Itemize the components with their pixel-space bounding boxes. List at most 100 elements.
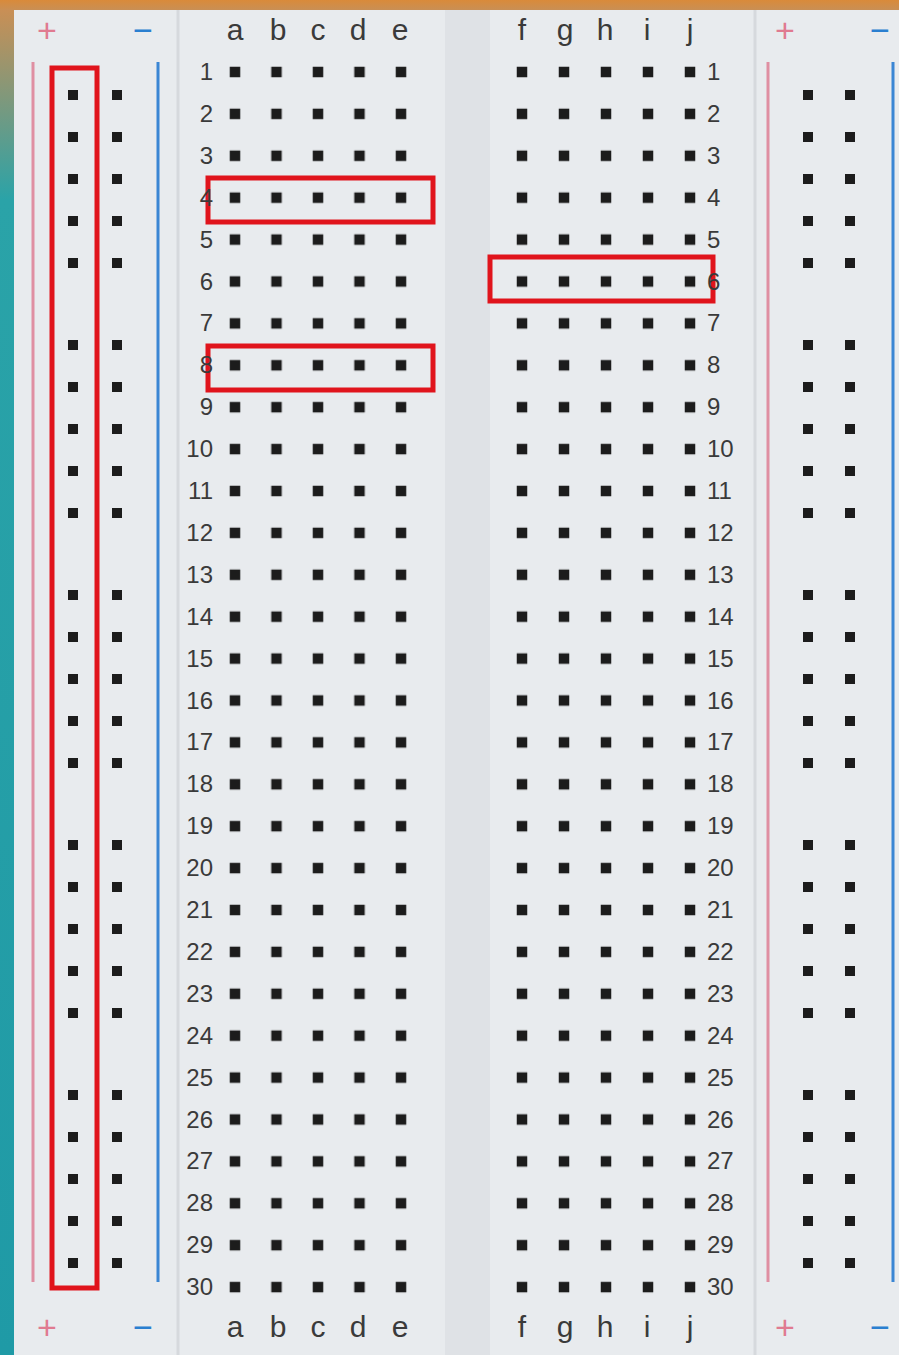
row-number: 24 (707, 1024, 734, 1048)
column-letter: c (311, 1312, 326, 1342)
column-letter: j (687, 15, 694, 45)
row-number: 18 (707, 772, 734, 796)
column-letter: j (687, 1312, 694, 1342)
row-number: 11 (707, 479, 732, 503)
row-number: 18 (186, 772, 213, 796)
row-number: 3 (200, 144, 213, 168)
row-number: 4 (707, 186, 720, 210)
row-number: 8 (707, 353, 720, 377)
positive-rail-line (767, 62, 770, 1282)
row-number: 3 (707, 144, 720, 168)
row-number: 6 (200, 270, 213, 294)
row-number: 26 (707, 1108, 734, 1132)
row-number: 17 (186, 730, 213, 754)
row-number: 5 (200, 228, 213, 252)
row-number: 16 (186, 689, 213, 713)
row-number: 25 (707, 1066, 734, 1090)
row-number: 11 (188, 479, 213, 503)
board (14, 10, 899, 1355)
rail-holes (787, 74, 871, 1324)
hole-grid (501, 51, 711, 1308)
row-number: 2 (200, 102, 213, 126)
row-number: 30 (707, 1275, 734, 1299)
row-number: 24 (186, 1024, 213, 1048)
negative-rail-sign: − (870, 13, 890, 47)
row-number: 19 (186, 814, 213, 838)
highlight-box (208, 178, 433, 222)
negative-rail-line (892, 62, 895, 1282)
row-number: 23 (707, 982, 734, 1006)
row-number: 10 (186, 437, 213, 461)
row-number: 27 (186, 1149, 213, 1173)
row-number: 21 (707, 898, 734, 922)
negative-rail-sign: − (133, 1310, 153, 1344)
column-letter: b (270, 1312, 287, 1342)
column-letter: d (350, 15, 367, 45)
highlight-box (52, 68, 97, 1288)
negative-rail-line (157, 62, 160, 1282)
row-number: 19 (707, 814, 734, 838)
column-letter: d (350, 1312, 367, 1342)
row-number: 22 (186, 940, 213, 964)
row-number: 1 (200, 60, 213, 84)
row-number: 14 (707, 605, 734, 629)
row-number: 13 (186, 563, 213, 587)
row-number: 20 (186, 856, 213, 880)
column-letter: f (518, 15, 526, 45)
row-number: 23 (186, 982, 213, 1006)
row-number: 25 (186, 1066, 213, 1090)
column-letter: h (597, 15, 614, 45)
positive-rail-sign: + (775, 1310, 795, 1344)
row-number: 7 (707, 311, 720, 335)
row-number: 13 (707, 563, 734, 587)
row-number: 28 (707, 1191, 734, 1215)
highlight-box (208, 346, 433, 390)
column-letter: c (311, 15, 326, 45)
column-letter: e (392, 15, 409, 45)
column-letter: g (557, 15, 574, 45)
row-number: 17 (707, 730, 734, 754)
row-number: 27 (707, 1149, 734, 1173)
row-number: 9 (707, 395, 720, 419)
row-number: 21 (186, 898, 213, 922)
center-channel (445, 10, 490, 1355)
column-letter: b (270, 15, 287, 45)
row-number: 15 (186, 647, 213, 671)
positive-rail-sign: + (775, 13, 795, 47)
column-letter: g (557, 1312, 574, 1342)
row-number: 14 (186, 605, 213, 629)
highlight-box (490, 257, 713, 301)
hole-grid (214, 51, 421, 1308)
row-number: 9 (200, 395, 213, 419)
row-number: 12 (186, 521, 213, 545)
row-number: 29 (707, 1233, 734, 1257)
row-number: 2 (707, 102, 720, 126)
column-letter: i (644, 15, 651, 45)
negative-rail-sign: − (870, 1310, 890, 1344)
row-number: 29 (186, 1233, 213, 1257)
row-number: 28 (186, 1191, 213, 1215)
column-letter: f (518, 1312, 526, 1342)
negative-rail-sign: − (133, 13, 153, 47)
row-number: 22 (707, 940, 734, 964)
row-number: 16 (707, 689, 734, 713)
row-number: 4 (200, 186, 213, 210)
row-number: 12 (707, 521, 734, 545)
row-number: 20 (707, 856, 734, 880)
positive-rail-sign: + (37, 13, 57, 47)
row-number: 6 (707, 270, 720, 294)
column-letter: i (644, 1312, 651, 1342)
column-letter: e (392, 1312, 409, 1342)
column-letter: a (227, 15, 244, 45)
row-number: 30 (186, 1275, 213, 1299)
column-letter: h (597, 1312, 614, 1342)
row-number: 15 (707, 647, 734, 671)
row-number: 5 (707, 228, 720, 252)
column-letter: a (227, 1312, 244, 1342)
positive-rail-sign: + (37, 1310, 57, 1344)
row-number: 8 (200, 353, 213, 377)
row-number: 1 (707, 60, 720, 84)
positive-rail-line (32, 62, 35, 1282)
row-number: 7 (200, 311, 213, 335)
